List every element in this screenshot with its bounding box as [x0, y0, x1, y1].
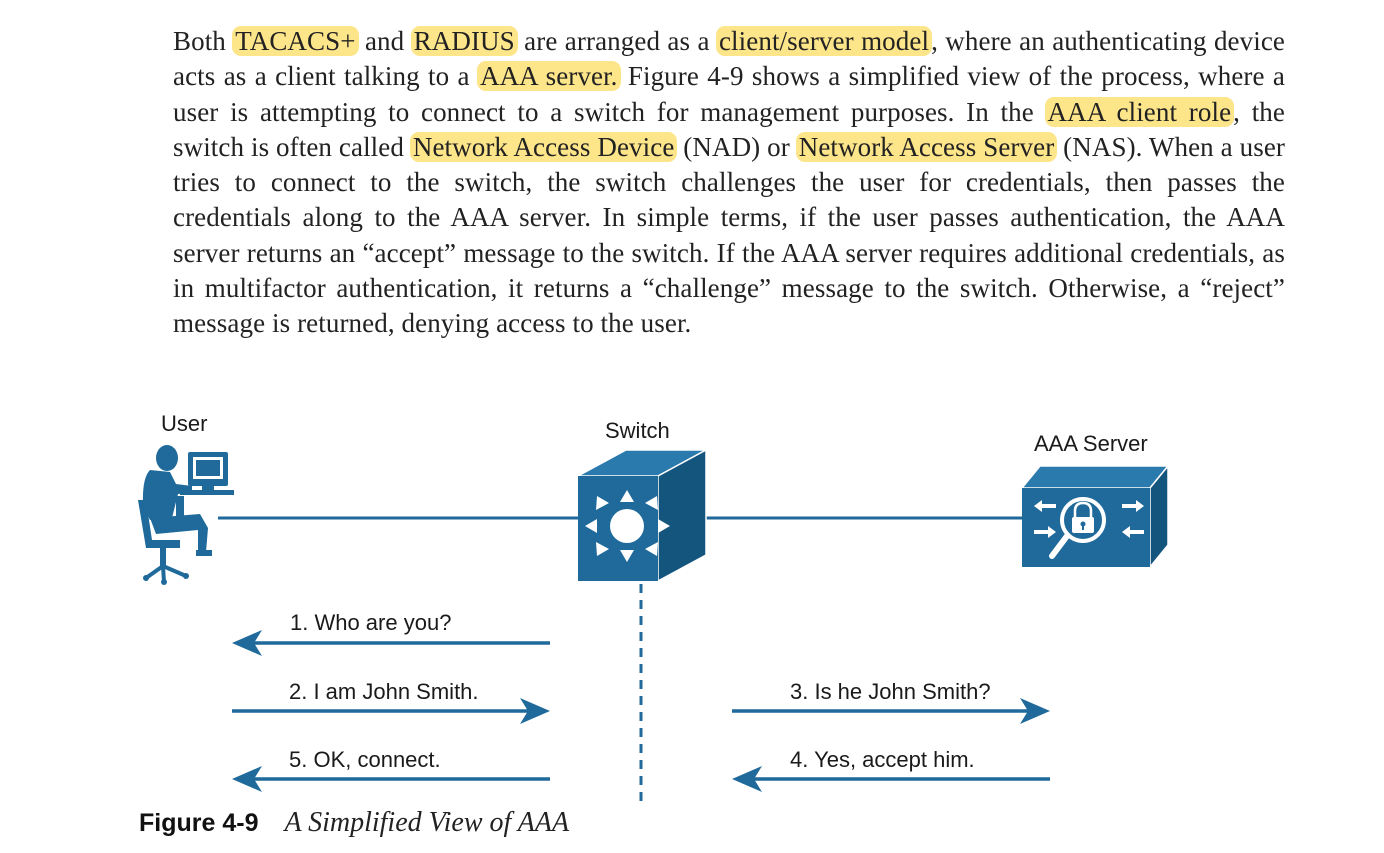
arrow-yes-accept-him — [732, 766, 1050, 792]
paragraph-text: Both — [173, 26, 234, 56]
switch-label: Switch — [605, 418, 670, 443]
arrow-ok-connect — [232, 766, 550, 792]
aaa-server-label: AAA Server — [1034, 431, 1148, 456]
paragraph-text: (NAD) or — [676, 131, 797, 162]
arrow-i-am-john-smith — [232, 698, 550, 724]
user-workstation-icon — [138, 445, 234, 585]
aaa-server-lock-icon — [1020, 463, 1170, 570]
highlight-client-server-model: client/server model — [715, 26, 933, 56]
paragraph-text: , the switch is often called — [173, 96, 1285, 162]
highlight-tacacs: TACACS+ — [232, 26, 359, 56]
figure-number: Figure 4-9 — [139, 809, 259, 837]
message-5: 5. OK, connect. — [289, 747, 441, 772]
highlight-aaa-server: AAA server. — [476, 61, 621, 92]
figure-caption: Figure 4-9 A Simplified View of AAA — [139, 807, 569, 839]
figure-title: A Simplified View of AAA — [284, 807, 570, 838]
paragraph-text: , where an authenticating device acts as… — [173, 26, 1285, 92]
message-2: 2. I am John Smith. — [289, 679, 479, 704]
arrow-who-are-you — [232, 630, 550, 656]
highlight-aaa-client-role: AAA client role — [1044, 96, 1235, 127]
highlight-network-access-device: Network Access Device — [409, 131, 678, 162]
body-paragraph: Both TACACS+ and RADIUS are arranged as … — [173, 24, 1285, 342]
paragraph-text: Figure 4-9 shows a simplified view of th… — [173, 61, 1285, 127]
message-3: 3. Is he John Smith? — [790, 679, 991, 704]
arrow-is-he-john-smith — [732, 698, 1050, 724]
paragraph-text: (NAS). When a user tries to connect to t… — [173, 131, 1285, 339]
message-1: 1. Who are you? — [290, 610, 452, 635]
paragraph-text: are arranged as a — [516, 26, 717, 56]
paragraph-text: and — [357, 26, 412, 56]
user-label: User — [161, 411, 208, 436]
message-4: 4. Yes, accept him. — [790, 747, 975, 772]
multilayer-switch-icon — [577, 448, 707, 583]
highlight-radius: RADIUS — [410, 26, 518, 56]
highlight-network-access-server: Network Access Server — [795, 131, 1058, 162]
